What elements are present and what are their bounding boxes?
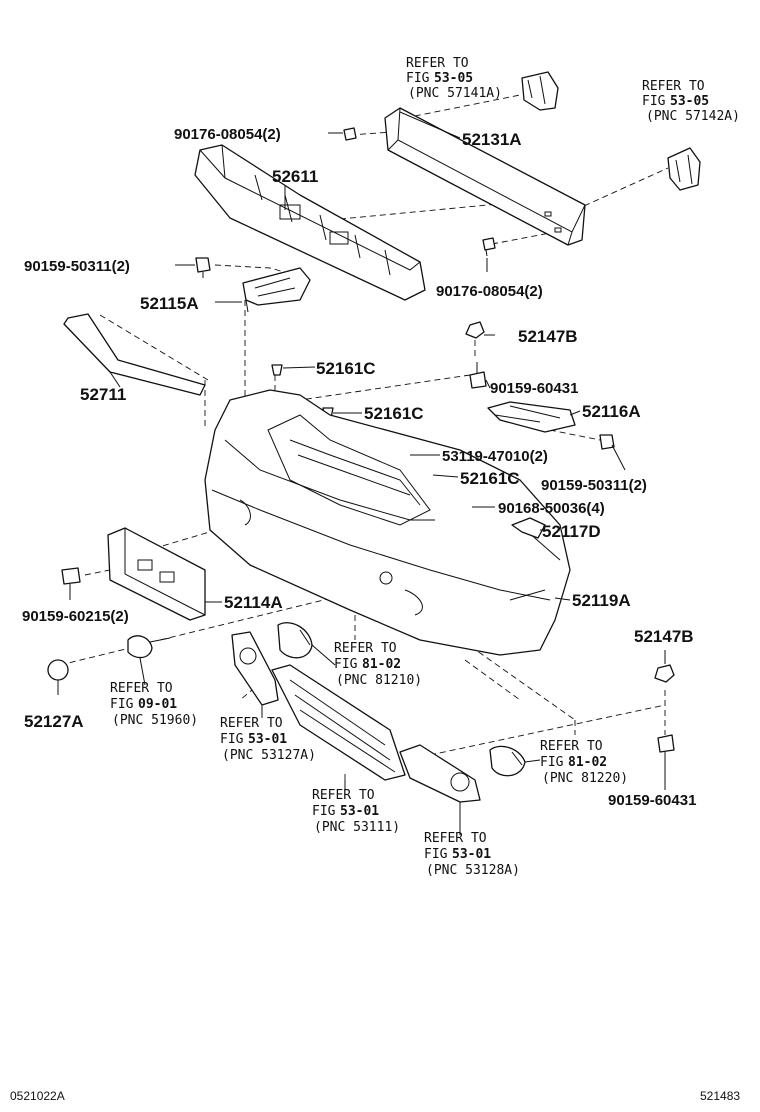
fog-lamp-81210 <box>277 622 313 659</box>
label-90159-50311-left: 90159-50311(2) <box>24 258 130 275</box>
refer-label: REFER TO <box>312 788 375 803</box>
label-90159-60431-bottom: 90159-60431 <box>608 792 696 809</box>
fig-number: 53-01 <box>452 847 491 862</box>
label-52147B-top: 52147B <box>518 327 578 346</box>
fog-lamp-81220 <box>489 745 526 777</box>
label-52127A: 52127A <box>24 712 84 731</box>
clip-90159-50311-right <box>599 434 615 450</box>
cover-52127A <box>47 659 69 681</box>
pnc-label: (PNC 81220) <box>542 771 628 786</box>
label-52147B-bottom: 52147B <box>634 627 694 646</box>
refer-label: REFER TO <box>424 831 487 846</box>
label-52161C-c: 52161C <box>460 469 520 488</box>
label-52119A: 52119A <box>572 591 631 610</box>
fig-label: FIG <box>540 755 564 770</box>
footer-left-code: 0521022A <box>10 1089 65 1103</box>
refer-callout-57142A: REFER TO FIG 53-05 (PNC 57142A) <box>642 79 740 124</box>
license-plate-bracket-52114A <box>107 527 206 621</box>
pnc-label: (PNC 51960) <box>112 713 198 728</box>
pnc-label: (PNC 57142A) <box>646 109 740 124</box>
bolt-90176-mid <box>482 237 496 257</box>
garnish-52117D <box>511 517 546 539</box>
pnc-label: (PNC 53127A) <box>222 748 316 763</box>
part-labels: 90176-08054(2) 52131A 52611 90159-50311(… <box>22 126 696 809</box>
lower-grille-53111 <box>271 664 406 781</box>
refer-callout-51960: REFER TO FIG 09-01 (PNC 51960) <box>110 681 198 728</box>
side-support-52115A <box>242 267 311 313</box>
fog-cover-53127A <box>231 631 279 706</box>
label-52115A: 52115A <box>140 294 199 313</box>
refer-callout-53111: REFER TO FIG 53-01 (PNC 53111) <box>312 788 400 835</box>
screw-90159-60431-top <box>469 362 487 389</box>
label-90159-60215: 90159-60215(2) <box>22 608 129 625</box>
label-52161C-b: 52161C <box>364 404 424 423</box>
label-52114A: 52114A <box>224 593 283 612</box>
clip-90159-50311-left <box>195 257 211 278</box>
bolt-90176-top <box>343 127 357 141</box>
clip-52161C-a <box>271 364 283 376</box>
bolt-90159-60215 <box>61 567 81 585</box>
label-90159-50311-right: 90159-50311(2) <box>541 477 647 494</box>
refer-label: REFER TO <box>642 79 705 94</box>
fig-number: 53-01 <box>340 804 379 819</box>
refer-label: REFER TO <box>110 681 173 696</box>
screw-90159-60431-bottom <box>657 734 675 772</box>
fig-label: FIG <box>424 847 448 862</box>
fig-number: 53-01 <box>248 732 287 747</box>
label-52117D: 52117D <box>542 522 601 541</box>
label-53119-47010: 53119-47010(2) <box>442 448 548 465</box>
refer-label: REFER TO <box>540 739 603 754</box>
pnc-label: (PNC 53128A) <box>426 863 520 878</box>
label-90168-50036: 90168-50036(4) <box>498 500 605 517</box>
label-52711: 52711 <box>80 385 126 404</box>
fig-number: 81-02 <box>568 755 607 770</box>
label-52161C-a: 52161C <box>316 359 376 378</box>
bumper-cover-52119A <box>204 389 571 656</box>
fig-label: FIG <box>312 804 336 819</box>
fog-cover-53128A <box>399 744 481 803</box>
pnc-label: (PNC 57141A) <box>408 86 502 101</box>
bumper-arm-57141A <box>521 71 559 111</box>
label-90176-08054-mid: 90176-08054(2) <box>436 283 543 300</box>
refer-label: REFER TO <box>220 716 283 731</box>
leader-lines <box>57 111 666 835</box>
label-90159-60431-top: 90159-60431 <box>490 380 578 397</box>
clip-52147B-top <box>465 321 485 339</box>
energy-absorber-52611 <box>194 144 426 301</box>
fig-label: FIG <box>110 697 134 712</box>
fig-number: 09-01 <box>138 697 177 712</box>
refer-callout-81210: REFER TO FIG 81-02 (PNC 81210) <box>334 641 422 688</box>
fig-label: FIG <box>220 732 244 747</box>
clip-52147B-bottom <box>654 664 675 683</box>
fig-number: 53-05 <box>434 71 473 86</box>
fig-label: FIG <box>406 71 430 86</box>
pnc-label: (PNC 53111) <box>314 820 400 835</box>
label-90176-08054-top: 90176-08054(2) <box>174 126 281 143</box>
label-52131A: 52131A <box>462 130 522 149</box>
label-52611: 52611 <box>272 167 318 186</box>
refer-label: REFER TO <box>334 641 397 656</box>
fig-label: FIG <box>334 657 358 672</box>
refer-callout-57141A: REFER TO FIG 53-05 (PNC 57141A) <box>406 56 502 101</box>
towing-hook-cover-51960 <box>127 635 171 659</box>
bumper-arm-57142A <box>667 147 701 191</box>
fig-label: FIG <box>642 94 666 109</box>
label-52116A: 52116A <box>582 402 641 421</box>
refer-callout-53127A: REFER TO FIG 53-01 (PNC 53127A) <box>220 716 316 763</box>
footer-right-code: 521483 <box>700 1089 740 1103</box>
bumper-reinforcement-52131A <box>384 107 586 246</box>
pnc-label: (PNC 81210) <box>336 673 422 688</box>
fig-number: 53-05 <box>670 94 709 109</box>
fig-number: 81-02 <box>362 657 401 672</box>
side-support-52116A <box>487 401 576 433</box>
refer-callout-81220: REFER TO FIG 81-02 (PNC 81220) <box>540 739 628 786</box>
refer-callout-53128A: REFER TO FIG 53-01 (PNC 53128A) <box>424 831 520 878</box>
refer-label: REFER TO <box>406 56 469 71</box>
front-molding-52711 <box>63 313 206 396</box>
